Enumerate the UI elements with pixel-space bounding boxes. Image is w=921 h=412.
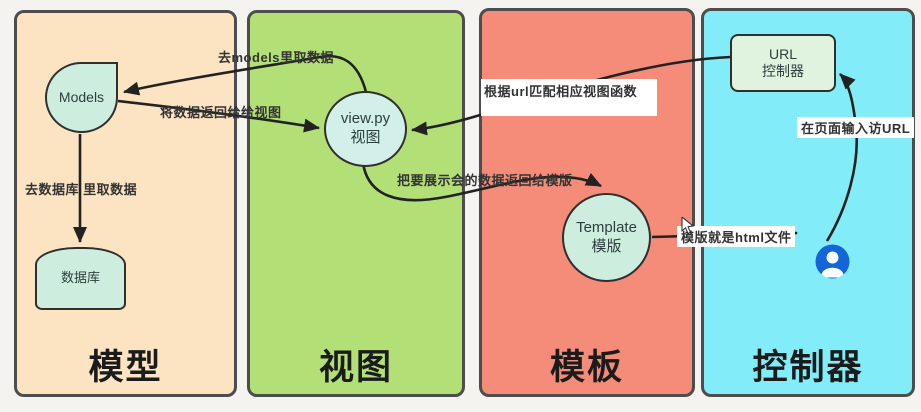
edge-label-template-to-user: 模版就是html文件 (677, 226, 796, 247)
node-url-controller: URL 控制器 (730, 34, 836, 92)
node-models-label: Models (58, 88, 105, 105)
node-database-label: 数据库 (60, 270, 100, 286)
panel-model: 模型 (14, 10, 237, 397)
edge-label-url-to-view: 根据url匹配相应视图函数 (481, 79, 657, 116)
edge-label-view-to-template: 把要展示会的数据返回给模版 (397, 173, 573, 188)
panel-view: 视图 (247, 10, 465, 397)
panel-title-model: 模型 (88, 348, 163, 387)
node-view-py: view.py 视图 (324, 91, 407, 167)
node-url-line2: 控制器 (762, 63, 804, 79)
user-icon (815, 244, 850, 279)
node-url-line1: URL (768, 45, 797, 62)
node-template-line1: Template (576, 218, 637, 236)
node-models: Models (45, 62, 118, 133)
node-database: 数据库 (35, 247, 126, 310)
node-view-py-line2: 视图 (350, 129, 381, 146)
panel-title-view: 视图 (318, 348, 393, 387)
edge-label-models-to-view: 将数据返回给给视图 (160, 105, 282, 120)
edge-label-user-to-url: 在页面输入访URL (797, 117, 915, 138)
node-view-py-line1: view.py (340, 110, 391, 128)
mouse-cursor-icon (681, 215, 695, 235)
edge-label-view-to-models: 去models里取数据 (218, 50, 335, 65)
panel-title-template: 模板 (549, 348, 624, 387)
node-template: Template 模版 (562, 193, 651, 282)
edge-label-models-to-db: 去数据库 里取数据 (25, 182, 138, 197)
node-template-line2: 模版 (591, 237, 622, 255)
panel-title-controller: 控制器 (752, 348, 864, 387)
